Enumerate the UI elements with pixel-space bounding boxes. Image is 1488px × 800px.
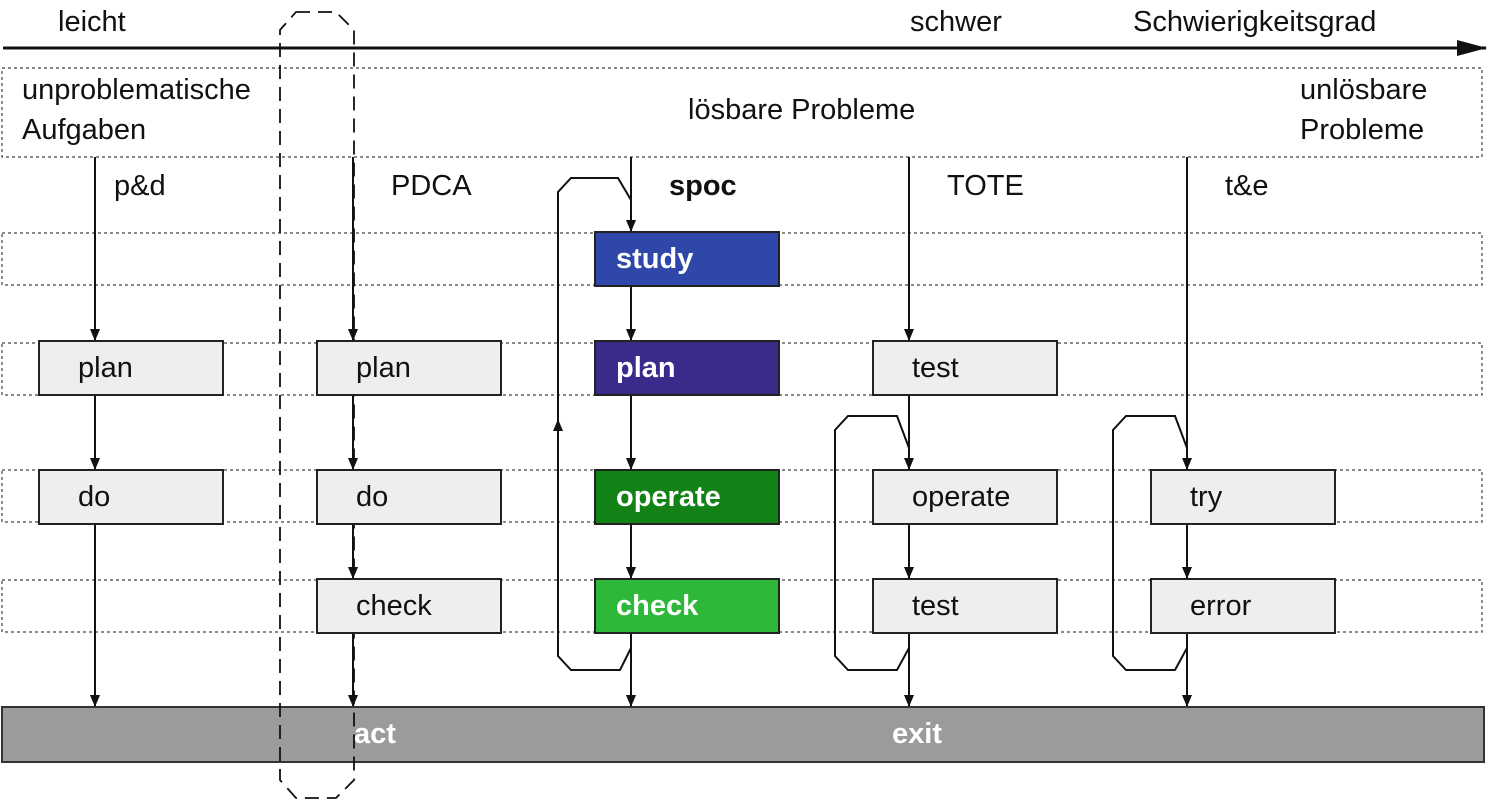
tote-test-box-bottom: test (872, 578, 1058, 634)
pdca-grouping-outline (279, 11, 355, 799)
tote-test-box-top: test (872, 340, 1058, 396)
pd-do-box: do (38, 469, 224, 525)
pdca-plan-box: plan (316, 340, 502, 396)
category-unproblematic-line2: Aufgaben (22, 114, 147, 146)
axis-title: Schwierigkeitsgrad (1133, 6, 1377, 38)
method-spoc-label: spoc (669, 170, 737, 202)
axis-hard-label: schwer (910, 6, 1002, 38)
te-error-box: error (1150, 578, 1336, 634)
spoc-plan-box: plan (594, 340, 780, 396)
tote-operate-box: operate (872, 469, 1058, 525)
bottom-bar (1, 706, 1485, 763)
category-solvable: lösbare Probleme (688, 94, 916, 126)
spoc-operate-box: operate (594, 469, 780, 525)
pd-plan-box: plan (38, 340, 224, 396)
category-band (1, 67, 1483, 158)
bottom-exit-label: exit (892, 718, 942, 750)
spoc-study-box: study (594, 231, 780, 287)
category-unsolvable-line1: unlösbare (1300, 74, 1428, 106)
te-loop (1112, 415, 1188, 671)
bottom-act-label: act (354, 718, 396, 750)
te-try-box: try (1150, 469, 1336, 525)
spoc-loop-top (557, 177, 632, 420)
tote-loop (834, 415, 910, 671)
spoc-check-box: check (594, 578, 780, 634)
method-tote-label: TOTE (947, 170, 1024, 202)
pdca-check-box: check (316, 578, 502, 634)
category-unsolvable-line2: Probleme (1300, 114, 1425, 146)
pdca-do-box: do (316, 469, 502, 525)
axis-easy-label: leicht (58, 6, 126, 38)
method-pd-label: p&d (114, 170, 166, 202)
category-unproblematic-line1: unproblematische (22, 74, 251, 106)
method-te-label: t&e (1225, 170, 1269, 202)
spoc-loop (553, 419, 632, 671)
method-pdca-label: PDCA (391, 170, 472, 202)
